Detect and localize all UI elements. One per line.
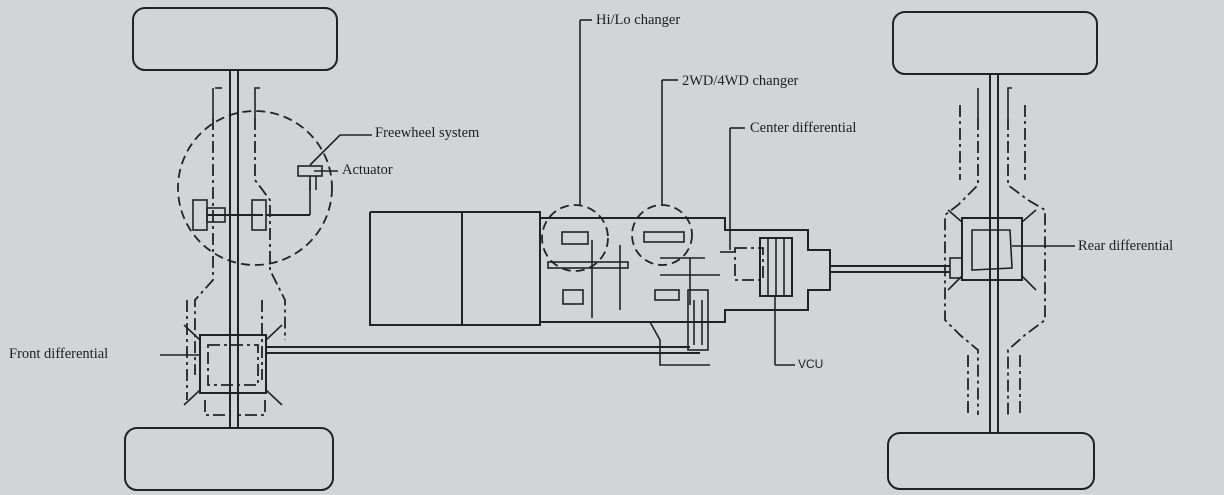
front-right-wheel: [124, 427, 334, 491]
rear-propshaft: [830, 265, 950, 273]
center-diff-vcu: [649, 127, 795, 366]
hilo-changer-label: Hi/Lo changer: [596, 12, 681, 28]
actuator-label: Actuator: [342, 162, 393, 178]
rear-differential: [947, 209, 1075, 291]
front-differential-label: Front differential: [9, 346, 109, 362]
hilo-changer: [541, 19, 629, 318]
vcu-label: VCU: [798, 357, 824, 371]
wd-changer-label: 2WD/4WD changer: [682, 73, 799, 89]
wd-changer: [631, 79, 720, 305]
rear-axle: [944, 74, 1046, 433]
center-differential-label: Center differential: [750, 120, 857, 136]
freewheel-label: Freewheel system: [375, 125, 480, 141]
front-differential: [160, 324, 700, 406]
engine-block: [369, 211, 831, 326]
rear-differential-label: Rear differential: [1078, 238, 1174, 254]
freewheel-assembly: [177, 110, 338, 266]
front-left-wheel: [132, 7, 338, 71]
front-axle: [186, 70, 286, 428]
rear-left-wheel: [892, 11, 1098, 75]
leader-lines: [309, 134, 372, 166]
rear-right-wheel: [887, 432, 1095, 490]
